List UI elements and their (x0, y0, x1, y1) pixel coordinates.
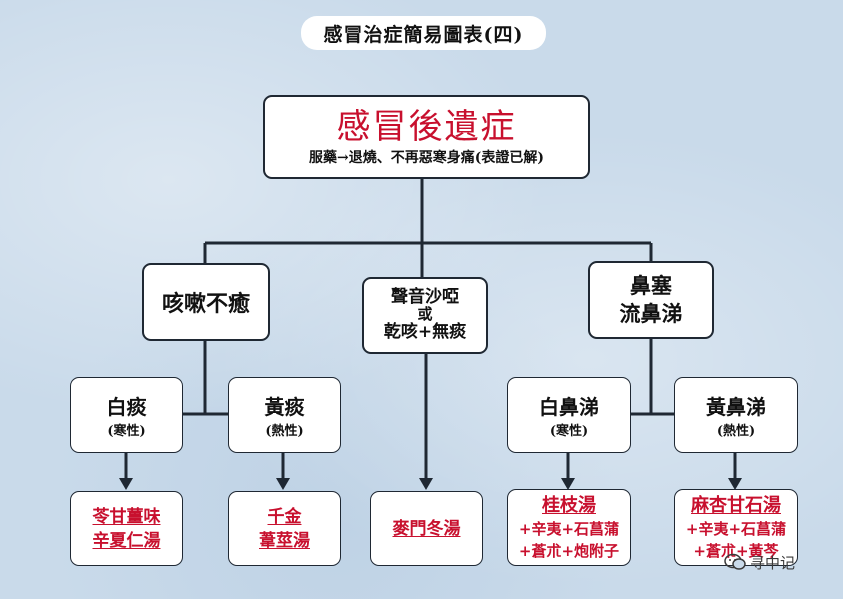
white-snot-note: (寒性) (549, 424, 589, 439)
yellow-phlegm-note: (熱性) (265, 424, 304, 439)
remedy-box-2: 千金 葦莖湯 (228, 491, 341, 566)
root-heading: 感冒後遺症 (336, 107, 517, 147)
remedy-2-line1: 千金 (267, 506, 302, 527)
remedy-box-3: 麥門冬湯 (370, 491, 483, 566)
remedy-4-line3: +蒼朮+炮附子 (518, 541, 620, 560)
yellow-snot-node: 黃鼻涕 (熱性) (674, 377, 798, 453)
cough-label: 咳嗽不癒 (161, 291, 250, 317)
white-snot-node: 白鼻涕 (寒性) (507, 377, 631, 453)
remedy-3-line1: 麥門冬湯 (392, 518, 461, 539)
remedy-5-line3: +蒼朮+黃芩 (693, 541, 779, 560)
root-subtitle: 服藥→退燒、不再惡寒身痛(表證已解) (309, 150, 544, 166)
remedy-box-4: 桂枝湯 +辛夷+石菖蒲 +蒼朮+炮附子 (507, 489, 631, 566)
yellow-snot-note: (熱性) (716, 424, 756, 439)
nasal-line2: 流鼻涕 (619, 301, 683, 326)
hoarse-line3: 乾咳+無痰 (383, 322, 467, 342)
yellow-phlegm-node: 黃痰 (熱性) (228, 377, 341, 453)
yellow-phlegm-label: 黃痰 (264, 395, 305, 419)
remedy-4-line1: 桂枝湯 (542, 494, 596, 516)
white-snot-label: 白鼻涕 (539, 395, 599, 419)
white-phlegm-note: (寒性) (107, 424, 146, 439)
wechat-icon (724, 553, 746, 571)
remedy-2-line2: 葦莖湯 (259, 530, 310, 551)
root-node: 感冒後遺症 服藥→退燒、不再惡寒身痛(表證已解) (263, 95, 590, 179)
white-phlegm-node: 白痰 (寒性) (70, 377, 183, 453)
watermark: 寻中记 (724, 548, 834, 576)
hoarse-line1: 聲音沙啞 (391, 287, 459, 307)
page-title: 感冒治症簡易圖表(四) (301, 16, 546, 50)
remedy-5-line2: +辛夷+石菖蒲 (685, 519, 787, 538)
remedy-4-line2: +辛夷+石菖蒲 (518, 519, 620, 538)
cough-node: 咳嗽不癒 (142, 263, 270, 341)
hoarse-line2: 或 (417, 305, 433, 323)
nasal-node: 鼻塞 流鼻涕 (588, 261, 714, 339)
remedy-5-line1: 麻杏甘石湯 (691, 494, 781, 516)
yellow-snot-label: 黃鼻涕 (706, 395, 766, 419)
hoarse-node: 聲音沙啞 或 乾咳+無痰 (362, 277, 488, 354)
watermark-text: 寻中记 (750, 553, 796, 572)
remedy-1-line2: 辛夏仁湯 (92, 530, 161, 551)
white-phlegm-label: 白痰 (106, 395, 147, 419)
nasal-line1: 鼻塞 (630, 273, 672, 298)
remedy-box-1: 苓甘薑味 辛夏仁湯 (70, 491, 183, 566)
remedy-1-line1: 苓甘薑味 (92, 506, 161, 527)
